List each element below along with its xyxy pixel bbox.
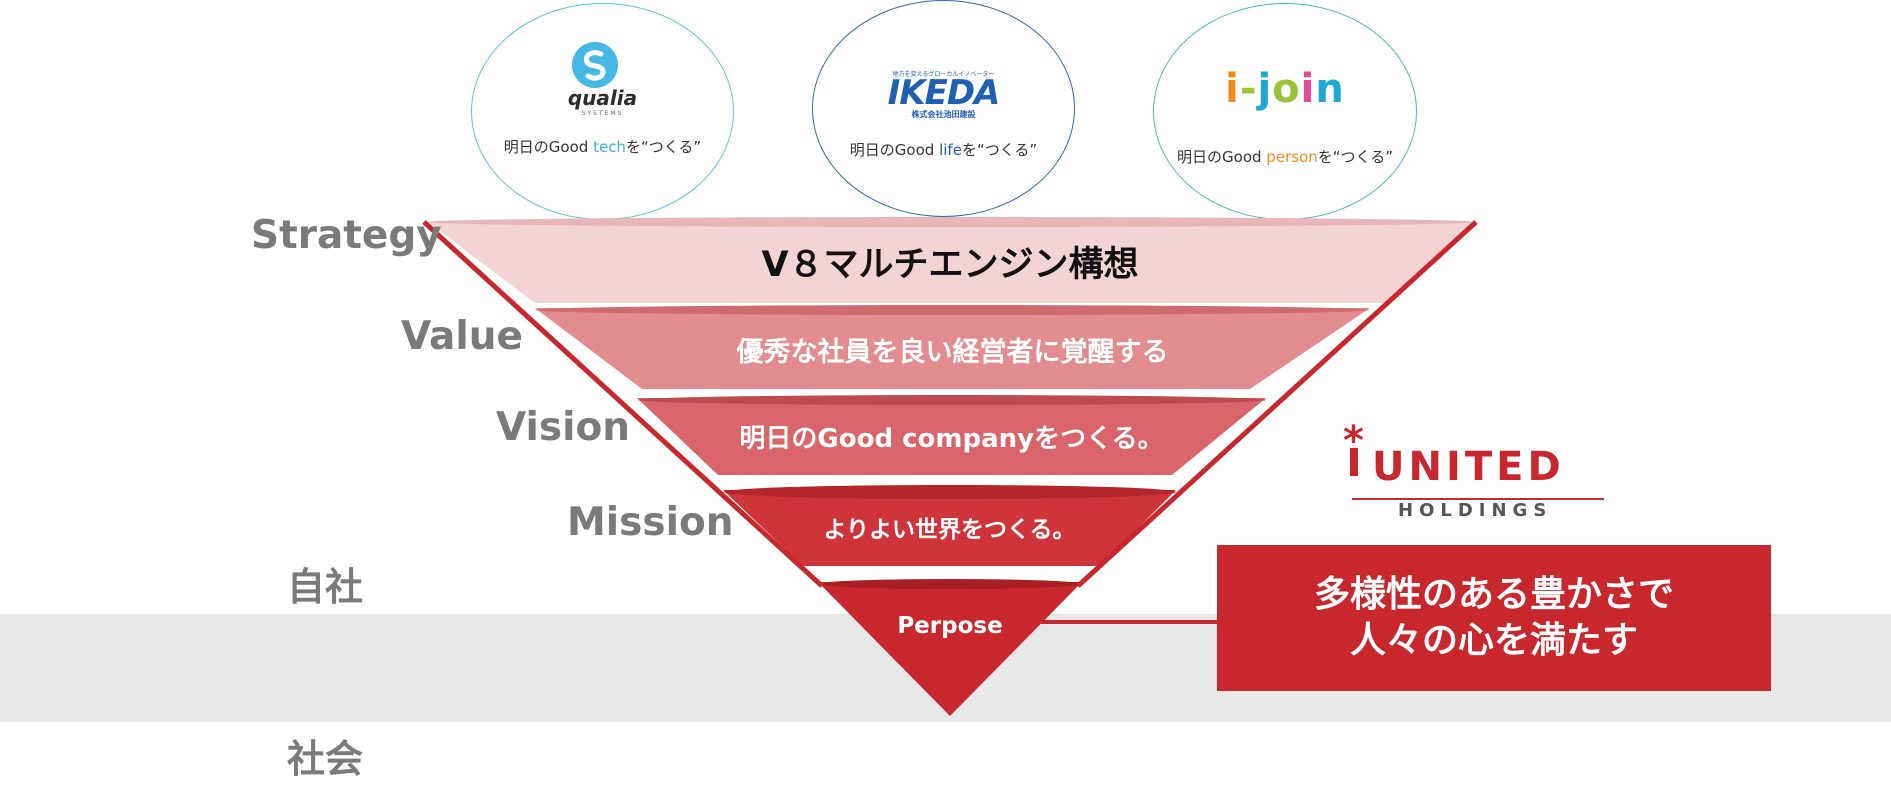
message-line-2: 人々の心を満たす <box>1349 620 1638 661</box>
message-line-1: 多様性のある豊かさで <box>1313 574 1674 615</box>
mission-tier <box>723 490 1176 566</box>
tagline-accent: person <box>1266 148 1318 166</box>
pyramid-left-edge <box>422 220 824 588</box>
tagline-accent: life <box>939 141 962 159</box>
qualia-circle: qualia SYSTEMS 明日のGood techを“つくる” <box>471 3 734 220</box>
qualia-logo: qualia <box>567 86 638 110</box>
qualia-tagline: 明日のGood techを“つくる” <box>472 136 733 157</box>
strategy-text: V８マルチエンジン構想 <box>761 245 1139 285</box>
strategy-tier <box>428 222 1474 303</box>
purpose-text: Perpose <box>897 613 1003 639</box>
holdings-i-stem <box>1350 448 1358 476</box>
qualia-logo-icon <box>572 42 618 88</box>
tagline-prefix: 明日のGood <box>849 141 940 159</box>
tagline-prefix: 明日のGood <box>503 138 594 156</box>
strategy-tier-rim <box>428 217 1474 227</box>
vision-text: 明日のGood companyをつくる。 <box>739 424 1164 454</box>
value-tier <box>535 308 1370 389</box>
mission-text: よりよい世界をつくる。 <box>823 517 1076 543</box>
value-tier-rim <box>535 305 1369 315</box>
holdings-name: UNITED <box>1372 444 1565 490</box>
ikeda-logo-top: 地方を変えるグローカルイノベーター <box>892 71 995 78</box>
ikeda-tagline: 明日のGood lifeを“つくる” <box>813 139 1074 160</box>
tagline-prefix: 明日のGood <box>1177 148 1267 166</box>
ijoin-logo: i-join <box>1225 66 1345 112</box>
label-value: Value <box>401 314 523 359</box>
label-society: 社会 <box>287 737 364 781</box>
holdings-mark-icon: * <box>1343 418 1364 464</box>
ikeda-logo-sub: 株式会社池田建設 <box>911 110 976 119</box>
tagline-suffix: を“つくる” <box>625 138 702 156</box>
value-text: 優秀な社員を良い経営者に覚醒する <box>736 337 1169 368</box>
ikeda-circle: 地方を変えるグローカルイノベーター IKEDA 株式会社池田建設 明日のGood… <box>812 0 1075 217</box>
tagline-accent: tech <box>593 138 626 156</box>
label-vision: Vision <box>496 405 631 450</box>
label-own-company: 自社 <box>287 565 364 609</box>
vision-tier <box>637 398 1266 475</box>
label-mission: Mission <box>567 500 734 545</box>
holdings-sub: HOLDINGS <box>1398 500 1553 521</box>
tagline-suffix: を“つくる” <box>961 141 1038 159</box>
purpose-tier-rim <box>818 579 1082 589</box>
label-strategy: Strategy <box>251 213 442 258</box>
ijoin-tagline: 明日のGood personを“つくる” <box>1154 146 1416 167</box>
qualia-logo-sub: SYSTEMS <box>581 110 624 117</box>
tagline-suffix: を“つくる” <box>1317 148 1393 166</box>
ikeda-logo: IKEDA <box>887 73 1001 113</box>
vision-tier-rim <box>638 395 1266 405</box>
purpose-message-box: 多様性のある豊かさで 人々の心を満たす <box>1217 545 1771 691</box>
pyramid-right-edge <box>1076 220 1478 588</box>
mission-tier-rim <box>724 485 1176 499</box>
ijoin-circle: i-join i-join 明日のGood personを“つくる” <box>1153 3 1417 220</box>
purpose-tier <box>818 582 1082 716</box>
